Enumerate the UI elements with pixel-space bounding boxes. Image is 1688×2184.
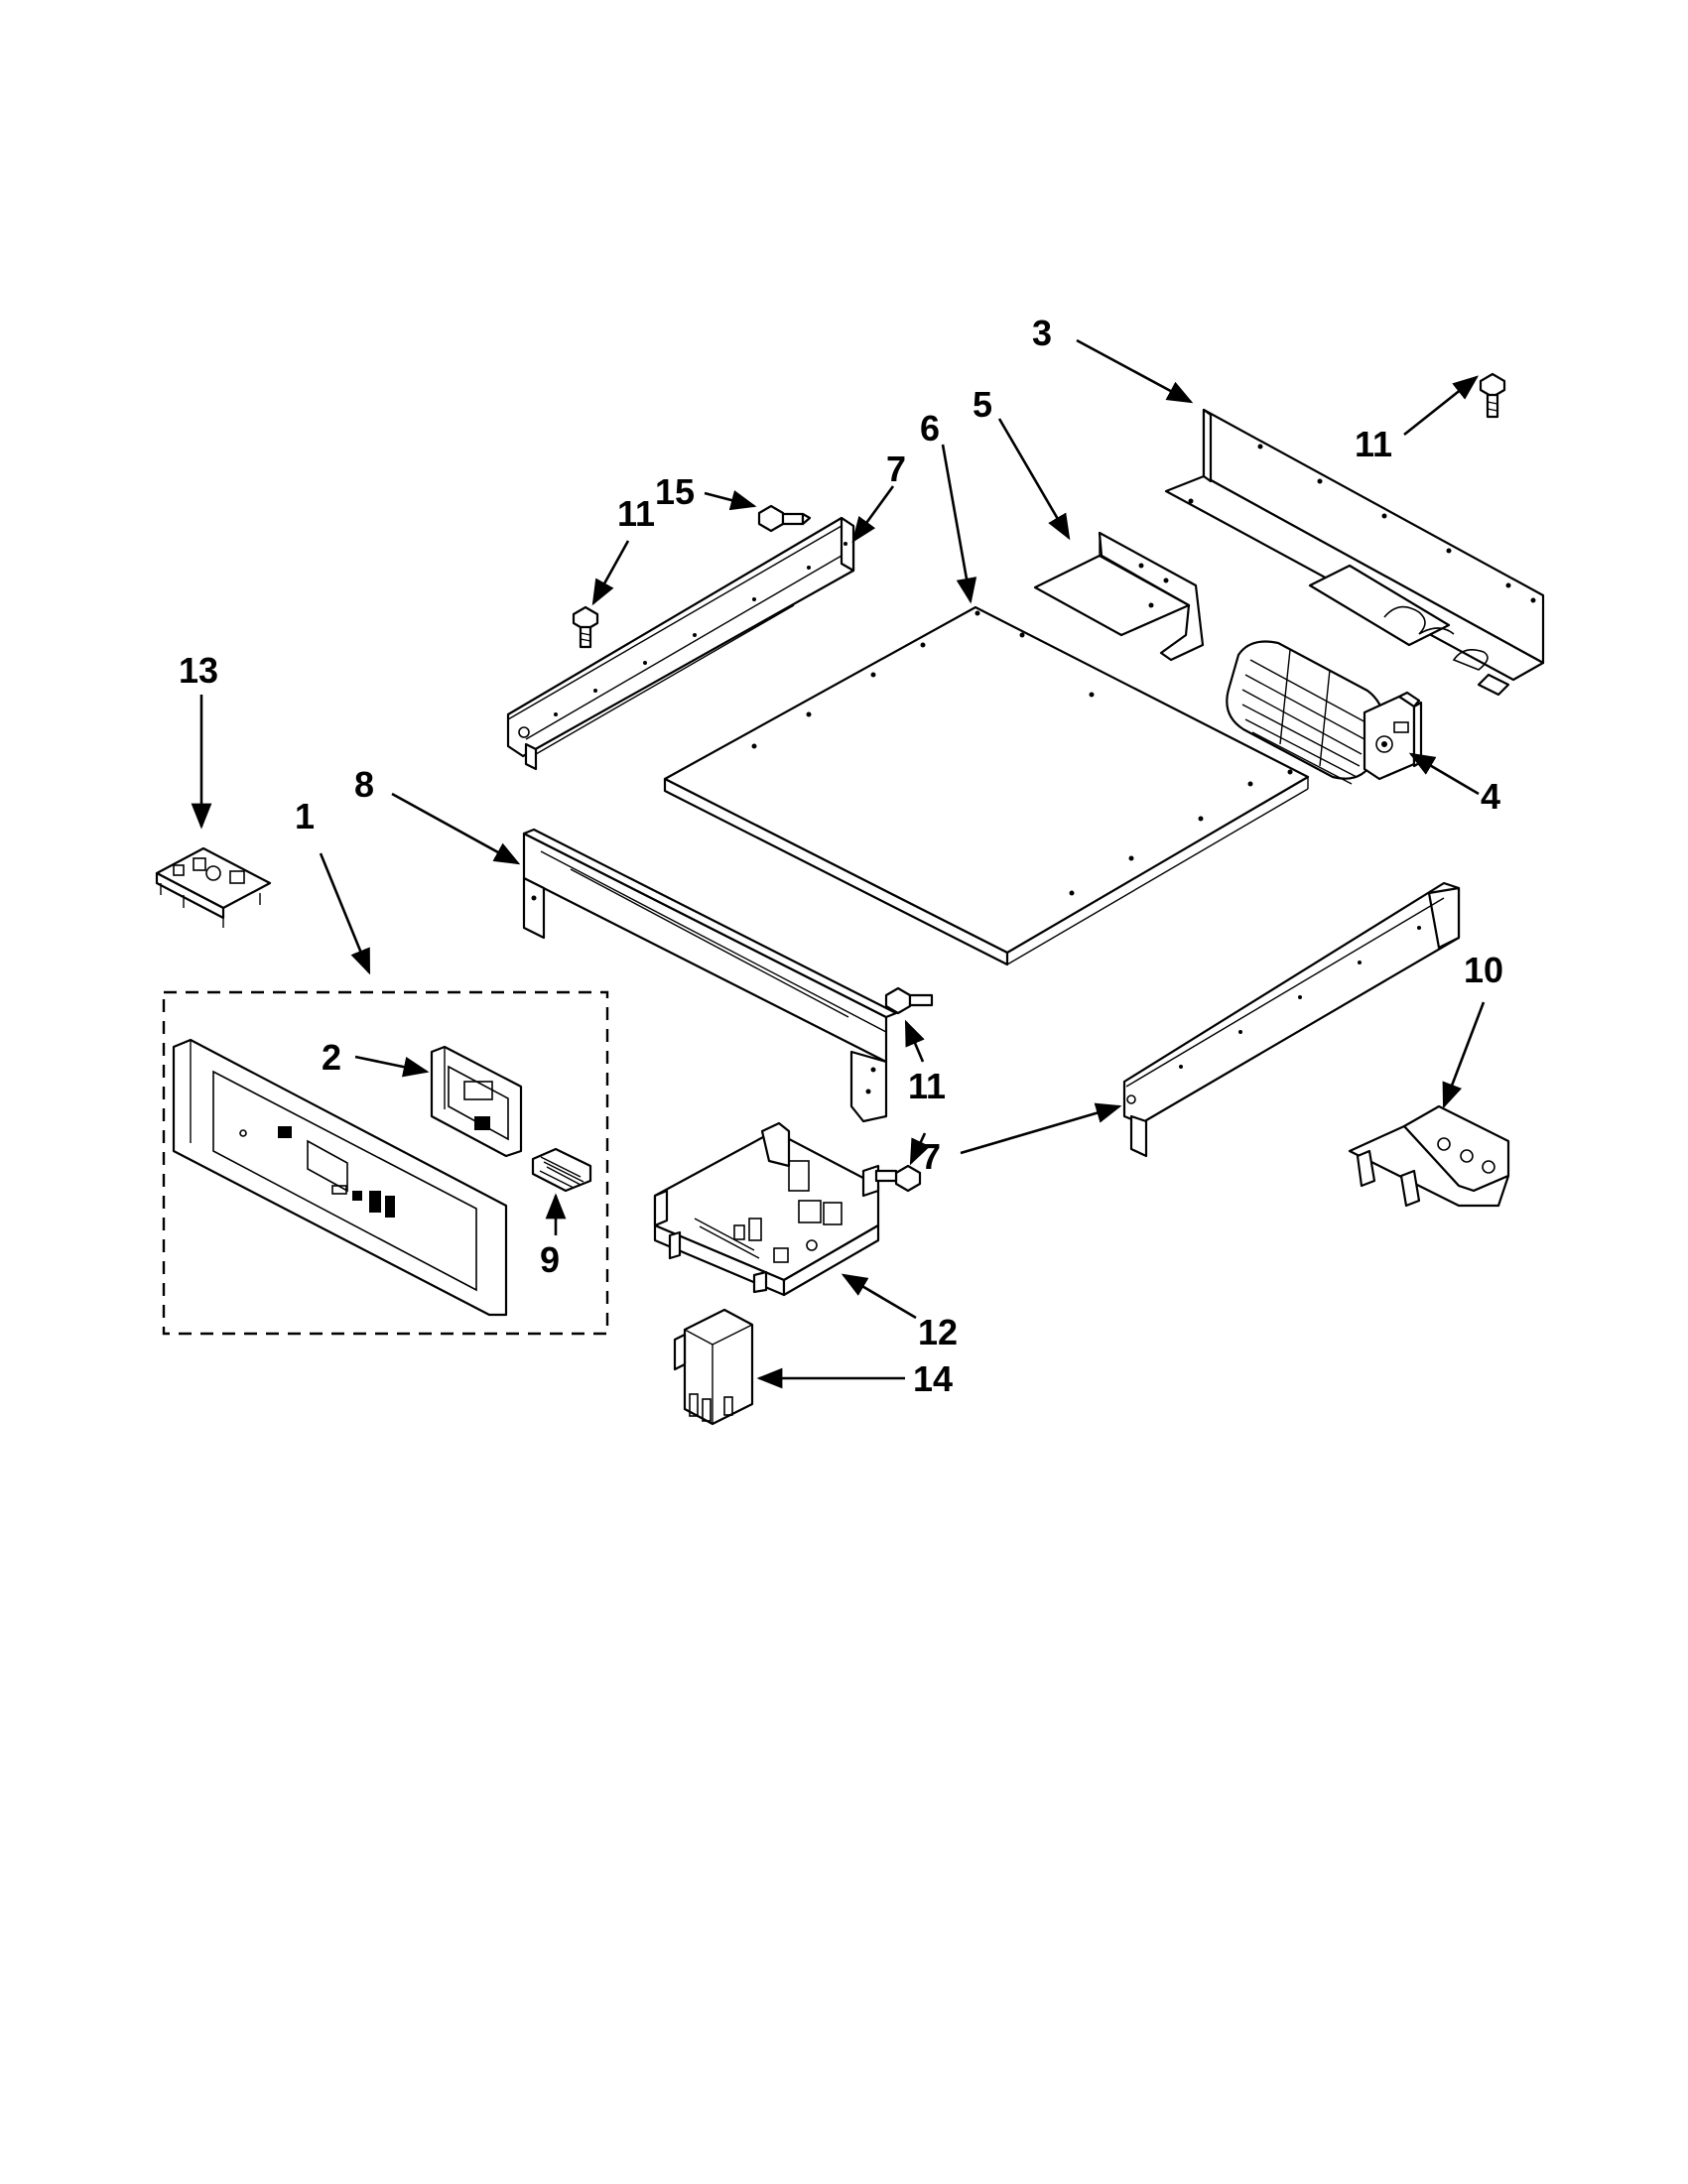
leader-arrow-7a bbox=[851, 485, 895, 544]
callout-1: 1 bbox=[295, 796, 315, 836]
leader-arrow-10 bbox=[1442, 1001, 1486, 1109]
screw-part-11-middle bbox=[884, 986, 934, 1015]
callout-11-upper-right: 11 bbox=[1355, 424, 1392, 464]
blower-fan-part-4 bbox=[1226, 640, 1423, 785]
leader-arrow-15 bbox=[704, 490, 757, 511]
screw-part-11-lower bbox=[874, 1164, 922, 1193]
callout-11-upper-left: 11 bbox=[617, 493, 655, 534]
side-rail-part-7-lower bbox=[1122, 881, 1461, 1158]
callout-4: 4 bbox=[1481, 776, 1500, 817]
callout-12: 12 bbox=[918, 1312, 958, 1352]
leader-arrow-1 bbox=[319, 852, 371, 975]
mounting-bracket-part-10 bbox=[1348, 1104, 1510, 1208]
relay-part-14 bbox=[673, 1308, 754, 1426]
callout-13: 13 bbox=[179, 650, 218, 691]
screw-part-11-upper-left bbox=[572, 605, 599, 649]
control-panel-assembly-box bbox=[162, 990, 609, 1336]
callout-9: 9 bbox=[540, 1239, 560, 1280]
callout-5: 5 bbox=[973, 384, 992, 425]
top-panel-part-6 bbox=[663, 605, 1310, 966]
callout-8: 8 bbox=[354, 764, 374, 805]
callout-11-middle: 11 bbox=[908, 1066, 946, 1106]
leader-arrow-11d bbox=[909, 1132, 931, 1166]
callout-7-lower: 7 bbox=[921, 1136, 941, 1177]
leader-arrow-11c bbox=[904, 1019, 925, 1063]
keypad-grille-part-9 bbox=[531, 1147, 592, 1193]
control-board-part-2 bbox=[430, 1045, 523, 1158]
leader-arrow-4 bbox=[1408, 752, 1480, 796]
leader-arrow-11b bbox=[1403, 375, 1480, 437]
callout-7-upper: 7 bbox=[886, 449, 906, 489]
front-rail-part-8 bbox=[522, 828, 898, 1123]
screw-part-11-upper-right bbox=[1479, 372, 1506, 419]
leader-arrow-11a bbox=[591, 540, 630, 606]
callout-2: 2 bbox=[322, 1037, 341, 1078]
control-housing-part-12 bbox=[653, 1121, 880, 1297]
callout-6: 6 bbox=[920, 408, 940, 449]
callout-14: 14 bbox=[913, 1358, 953, 1399]
leader-arrow-5 bbox=[997, 418, 1071, 541]
leader-arrow-8 bbox=[391, 792, 521, 865]
small-bracket-part-5 bbox=[1033, 531, 1205, 662]
leader-arrow-3 bbox=[1076, 338, 1194, 404]
leader-arrow-6 bbox=[941, 444, 977, 604]
side-rail-part-7-upper bbox=[506, 516, 855, 771]
callout-15: 15 bbox=[655, 471, 695, 512]
leader-arrow-12 bbox=[841, 1273, 917, 1320]
control-panel-face bbox=[172, 1038, 508, 1317]
callout-10: 10 bbox=[1464, 950, 1503, 990]
callout-3: 3 bbox=[1032, 313, 1052, 353]
screw-part-15 bbox=[757, 504, 812, 533]
rear-bracket-part-3 bbox=[1164, 408, 1545, 697]
leader-arrow-2 bbox=[354, 1055, 430, 1078]
leader-arrow-7b bbox=[960, 1102, 1122, 1155]
power-supply-board-part-13 bbox=[155, 846, 272, 928]
